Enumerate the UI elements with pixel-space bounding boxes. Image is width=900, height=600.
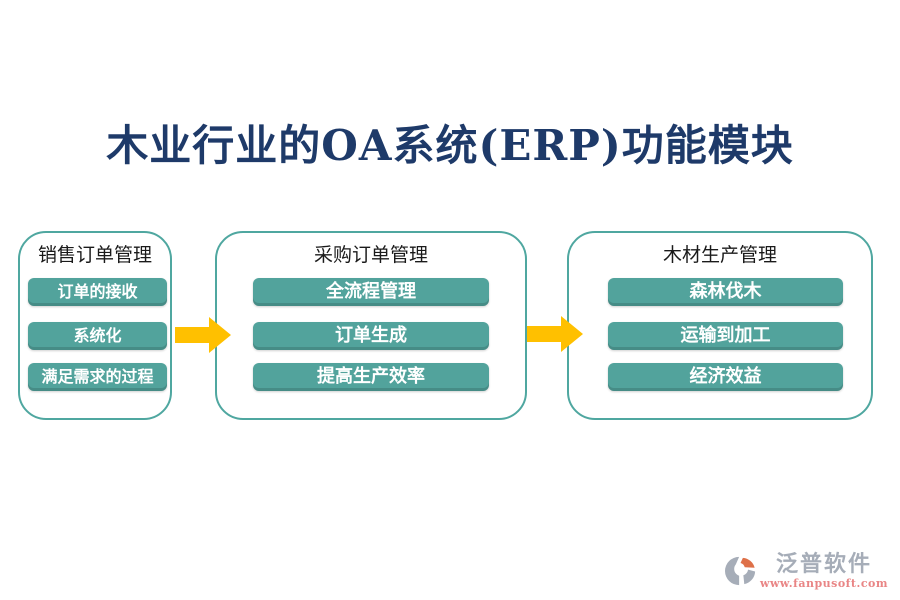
feature-pill: 森林伐木 [608, 278, 843, 306]
module-box-purchase-order: 采购订单管理 全流程管理 订单生成 提高生产效率 [215, 231, 527, 420]
feature-pill: 满足需求的过程 [28, 363, 167, 391]
page-title: 木业行业的OA系统(ERP)功能模块 [106, 121, 794, 170]
module-box-sales-order: 销售订单管理 订单的接收 系统化 满足需求的过程 [18, 231, 172, 420]
watermark-text: 泛普软件 www.fanpusoft.com [760, 552, 888, 590]
watermark-brand: 泛普软件 [775, 551, 872, 577]
watermark-url: www.fanpusoft.com [759, 577, 888, 590]
feature-pill: 提高生产效率 [253, 363, 489, 391]
module-box-title: 销售订单管理 [37, 244, 152, 266]
module-box-wood-production: 木材生产管理 森林伐木 运输到加工 经济效益 [567, 231, 873, 420]
feature-pill: 运输到加工 [608, 322, 843, 350]
module-box-title: 采购订单管理 [313, 244, 428, 266]
fanpu-logo-icon [724, 556, 756, 586]
module-box-title: 木材生产管理 [662, 244, 777, 266]
feature-pill: 全流程管理 [253, 278, 489, 306]
feature-pill: 系统化 [28, 322, 167, 350]
feature-pill: 订单的接收 [28, 278, 167, 306]
flow-arrow-icon [175, 317, 231, 353]
feature-pill: 订单生成 [253, 322, 489, 350]
watermark: 泛普软件 www.fanpusoft.com [724, 552, 888, 590]
flow-arrow-icon [527, 316, 583, 352]
feature-pill: 经济效益 [608, 363, 843, 391]
